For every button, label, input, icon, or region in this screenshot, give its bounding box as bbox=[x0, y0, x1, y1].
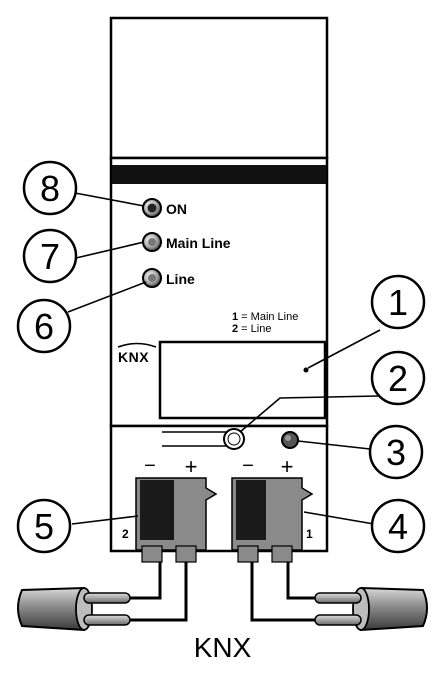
callout-7: 7 bbox=[22, 228, 78, 284]
bottom-caption: KNX bbox=[193, 632, 252, 663]
window-marker bbox=[303, 367, 309, 373]
programming-led bbox=[281, 431, 299, 449]
led-line-label: Line bbox=[166, 271, 195, 287]
callout-6: 6 bbox=[16, 298, 72, 354]
right-wiring bbox=[250, 562, 320, 622]
right-plus-label: + bbox=[281, 454, 294, 479]
callout-5: 5 bbox=[16, 498, 72, 554]
svg-text:KNX: KNX bbox=[118, 349, 149, 365]
svg-text:6: 6 bbox=[34, 306, 54, 347]
left-wiring bbox=[130, 562, 188, 622]
left-terminal-number: 2 bbox=[122, 527, 129, 541]
right-terminal[interactable] bbox=[231, 477, 314, 563]
led-on-label: ON bbox=[166, 201, 187, 217]
left-cable bbox=[17, 586, 131, 632]
svg-text:2: 2 bbox=[388, 358, 408, 399]
legend-line-1: 1 = Main Line bbox=[232, 311, 298, 323]
legend-line-2: 2 = Line bbox=[232, 323, 271, 335]
right-minus-label: − bbox=[242, 455, 254, 477]
right-terminal-number: 1 bbox=[306, 527, 313, 541]
dark-band bbox=[112, 165, 326, 184]
callout-8: 8 bbox=[22, 160, 78, 216]
callout-2: 2 bbox=[370, 350, 426, 406]
led-main-line bbox=[142, 232, 162, 252]
svg-text:4: 4 bbox=[388, 506, 408, 547]
svg-text:5: 5 bbox=[34, 506, 54, 547]
svg-text:7: 7 bbox=[40, 236, 60, 277]
svg-text:1: 1 bbox=[388, 282, 408, 323]
led-line bbox=[142, 268, 162, 288]
callout-1: 1 bbox=[370, 274, 426, 330]
svg-text:3: 3 bbox=[386, 432, 406, 473]
callout-4: 4 bbox=[370, 498, 426, 554]
left-terminal[interactable] bbox=[135, 477, 218, 563]
label-window bbox=[158, 340, 327, 420]
housing-top bbox=[109, 16, 329, 160]
callout-3: 3 bbox=[368, 424, 424, 480]
knx-logo: KNX bbox=[117, 342, 157, 365]
left-plus-label: + bbox=[185, 454, 198, 479]
svg-text:8: 8 bbox=[40, 168, 60, 209]
led-main-line-label: Main Line bbox=[166, 235, 231, 251]
right-cable bbox=[314, 586, 428, 632]
left-minus-label: − bbox=[144, 455, 156, 477]
leader-lines bbox=[67, 192, 381, 525]
led-on bbox=[142, 198, 162, 218]
